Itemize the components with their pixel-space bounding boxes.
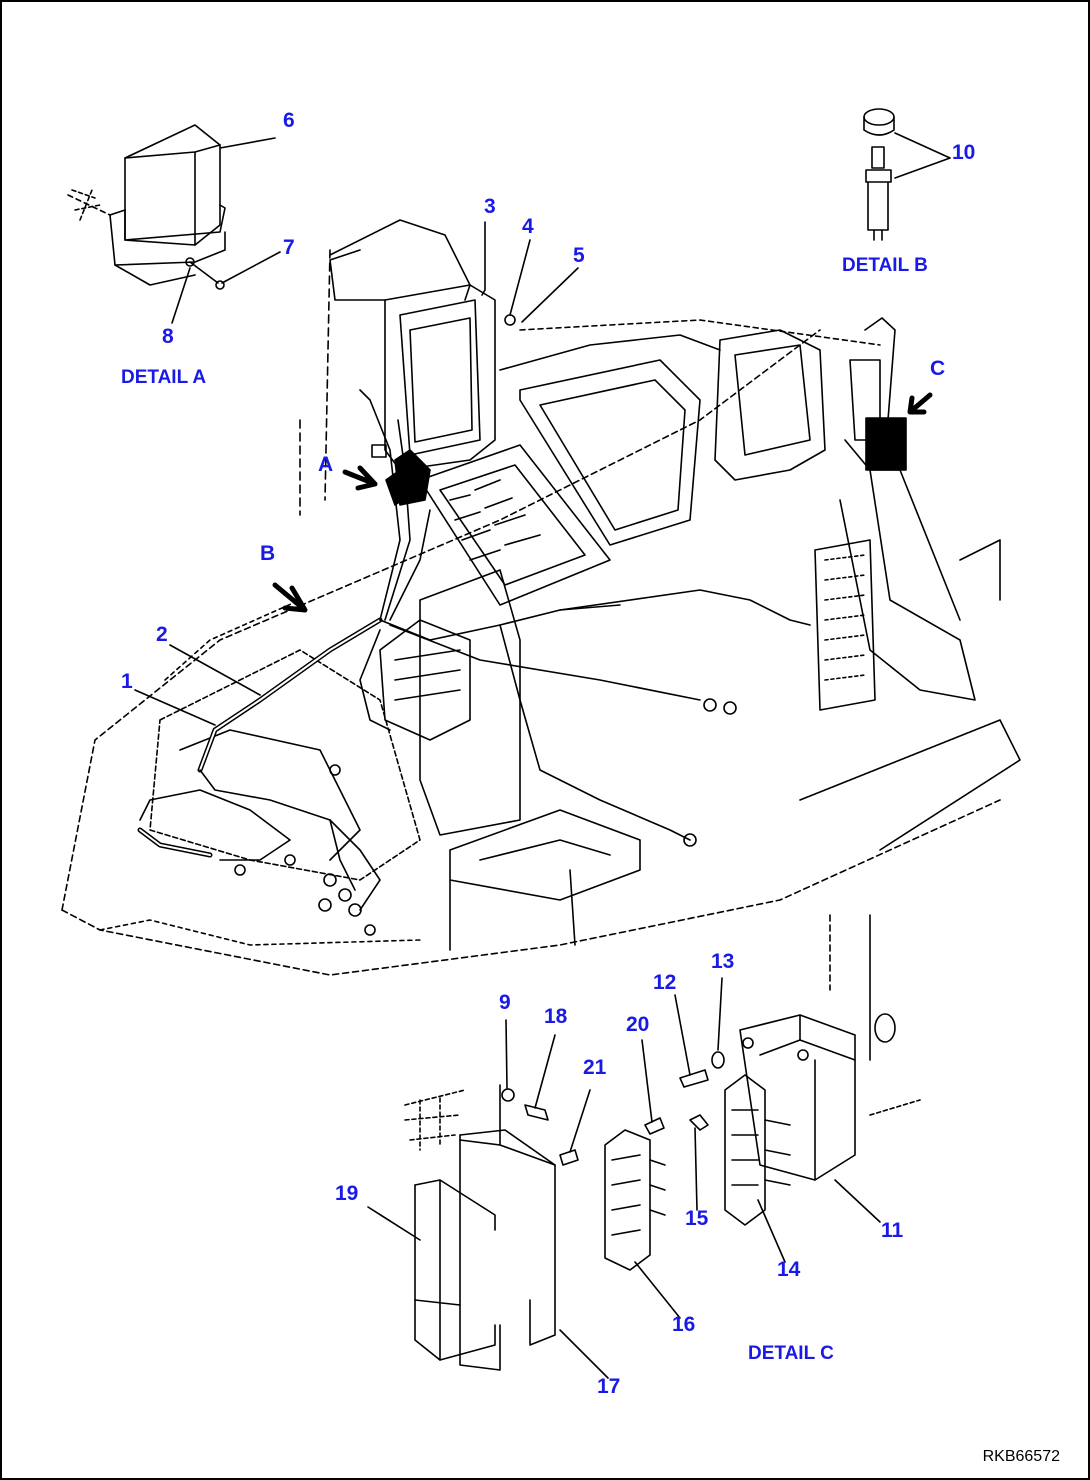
part-number-label: 7 [283,236,295,259]
detail-a-controller-drawing [67,124,226,290]
part-number-label: 10 [952,141,976,164]
drawing-code: RKB66572 [982,1448,1060,1465]
part-number-label: 15 [685,1207,709,1230]
main-assembly-drawing [61,132,1021,1061]
part-number-label: 19 [335,1182,359,1205]
part-number-label: 17 [597,1375,621,1398]
part-number-label: 4 [522,215,534,238]
part-number-label: 2 [156,623,168,646]
part-number-label: 6 [283,109,295,132]
view-marker-c: C [930,357,946,380]
part-number-label: 16 [672,1313,696,1336]
part-number-label: 14 [777,1258,801,1281]
part-number-label: 21 [583,1056,607,1079]
part-number-label: 9 [499,991,511,1014]
part-number-label: 13 [711,950,735,973]
part-number-label: 3 [484,195,496,218]
part-number-label: 20 [626,1013,650,1036]
detail-b-switch-drawing [863,108,895,241]
view-marker-b: B [260,542,276,565]
detail-c-bracket-drawing [367,977,921,1379]
detail-a-caption: DETAIL A [121,367,207,388]
detail-c-caption: DETAIL C [748,1343,834,1364]
part-number-label: 12 [653,971,677,994]
part-number-label: 5 [573,244,585,267]
part-number-label: 11 [881,1219,904,1242]
part-number-label: 1 [121,670,133,693]
detail-b-caption: DETAIL B [842,255,928,276]
view-marker-a: A [318,453,334,476]
part-number-label: 8 [162,325,174,348]
part-number-label: 18 [544,1005,568,1028]
